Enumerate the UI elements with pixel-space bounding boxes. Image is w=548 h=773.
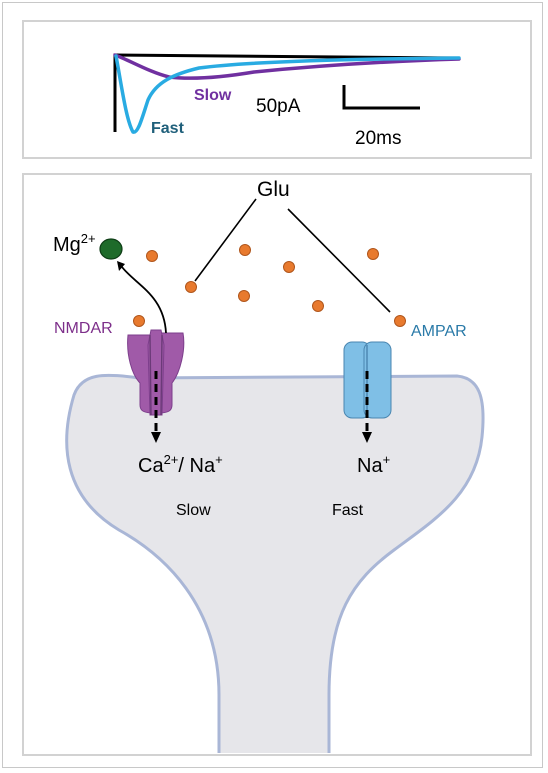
fast-trace-label: Fast xyxy=(151,120,185,137)
fast-trace xyxy=(114,54,461,134)
scale-bar xyxy=(342,85,420,110)
current-trace-plot: Slow Fast 50pA 20ms xyxy=(113,53,461,149)
nmdar-channel xyxy=(127,329,185,416)
dendritic-spine xyxy=(65,373,485,753)
glutamate-molecule xyxy=(312,300,324,312)
slow-trace-label: Slow xyxy=(194,87,232,104)
nmdar-label: NMDAR xyxy=(54,320,113,337)
figure-frame: Slow Fast 50pA 20ms xyxy=(2,2,543,768)
time-scale-label: 20ms xyxy=(355,128,401,149)
current-trace-panel: Slow Fast 50pA 20ms xyxy=(22,20,532,159)
glutamate-molecule xyxy=(367,248,379,260)
synapse-diagram: Glu Mg2+ NMDAR AMPAR Ca2+/ Na+ Na+ Slow … xyxy=(53,178,485,753)
glutamate-molecule xyxy=(283,261,295,273)
nmdar-kinetics-label: Slow xyxy=(176,502,211,519)
mg-ion xyxy=(99,238,123,260)
ampar-kinetics-label: Fast xyxy=(332,502,364,519)
synapse-diagram-panel: Glu Mg2+ NMDAR AMPAR Ca2+/ Na+ Na+ Slow … xyxy=(22,173,532,756)
glu-pointer-lines xyxy=(194,198,391,313)
slow-trace xyxy=(113,53,461,80)
glutamate-molecule xyxy=(238,290,250,302)
nmdar-ion-label: Ca2+/ Na+ xyxy=(138,452,223,477)
glutamate-molecule xyxy=(146,250,158,262)
glutamate-molecule xyxy=(394,315,406,327)
mg-label: Mg2+ xyxy=(53,231,96,256)
glutamate-molecule xyxy=(185,281,197,293)
glu-label: Glu xyxy=(257,178,290,201)
nmdar-ion-flow-arrow xyxy=(151,371,161,443)
current-scale-label: 50pA xyxy=(256,96,301,117)
mg-unblock-arrow xyxy=(117,261,167,334)
ampar-channel xyxy=(343,341,392,419)
ampar-ion-flow-arrow xyxy=(362,371,372,443)
ampar-label: AMPAR xyxy=(411,323,467,340)
ampar-ion-label: Na+ xyxy=(357,452,390,477)
glutamate-molecules xyxy=(133,244,406,327)
glutamate-molecule xyxy=(239,244,251,256)
glutamate-molecule xyxy=(133,315,145,327)
